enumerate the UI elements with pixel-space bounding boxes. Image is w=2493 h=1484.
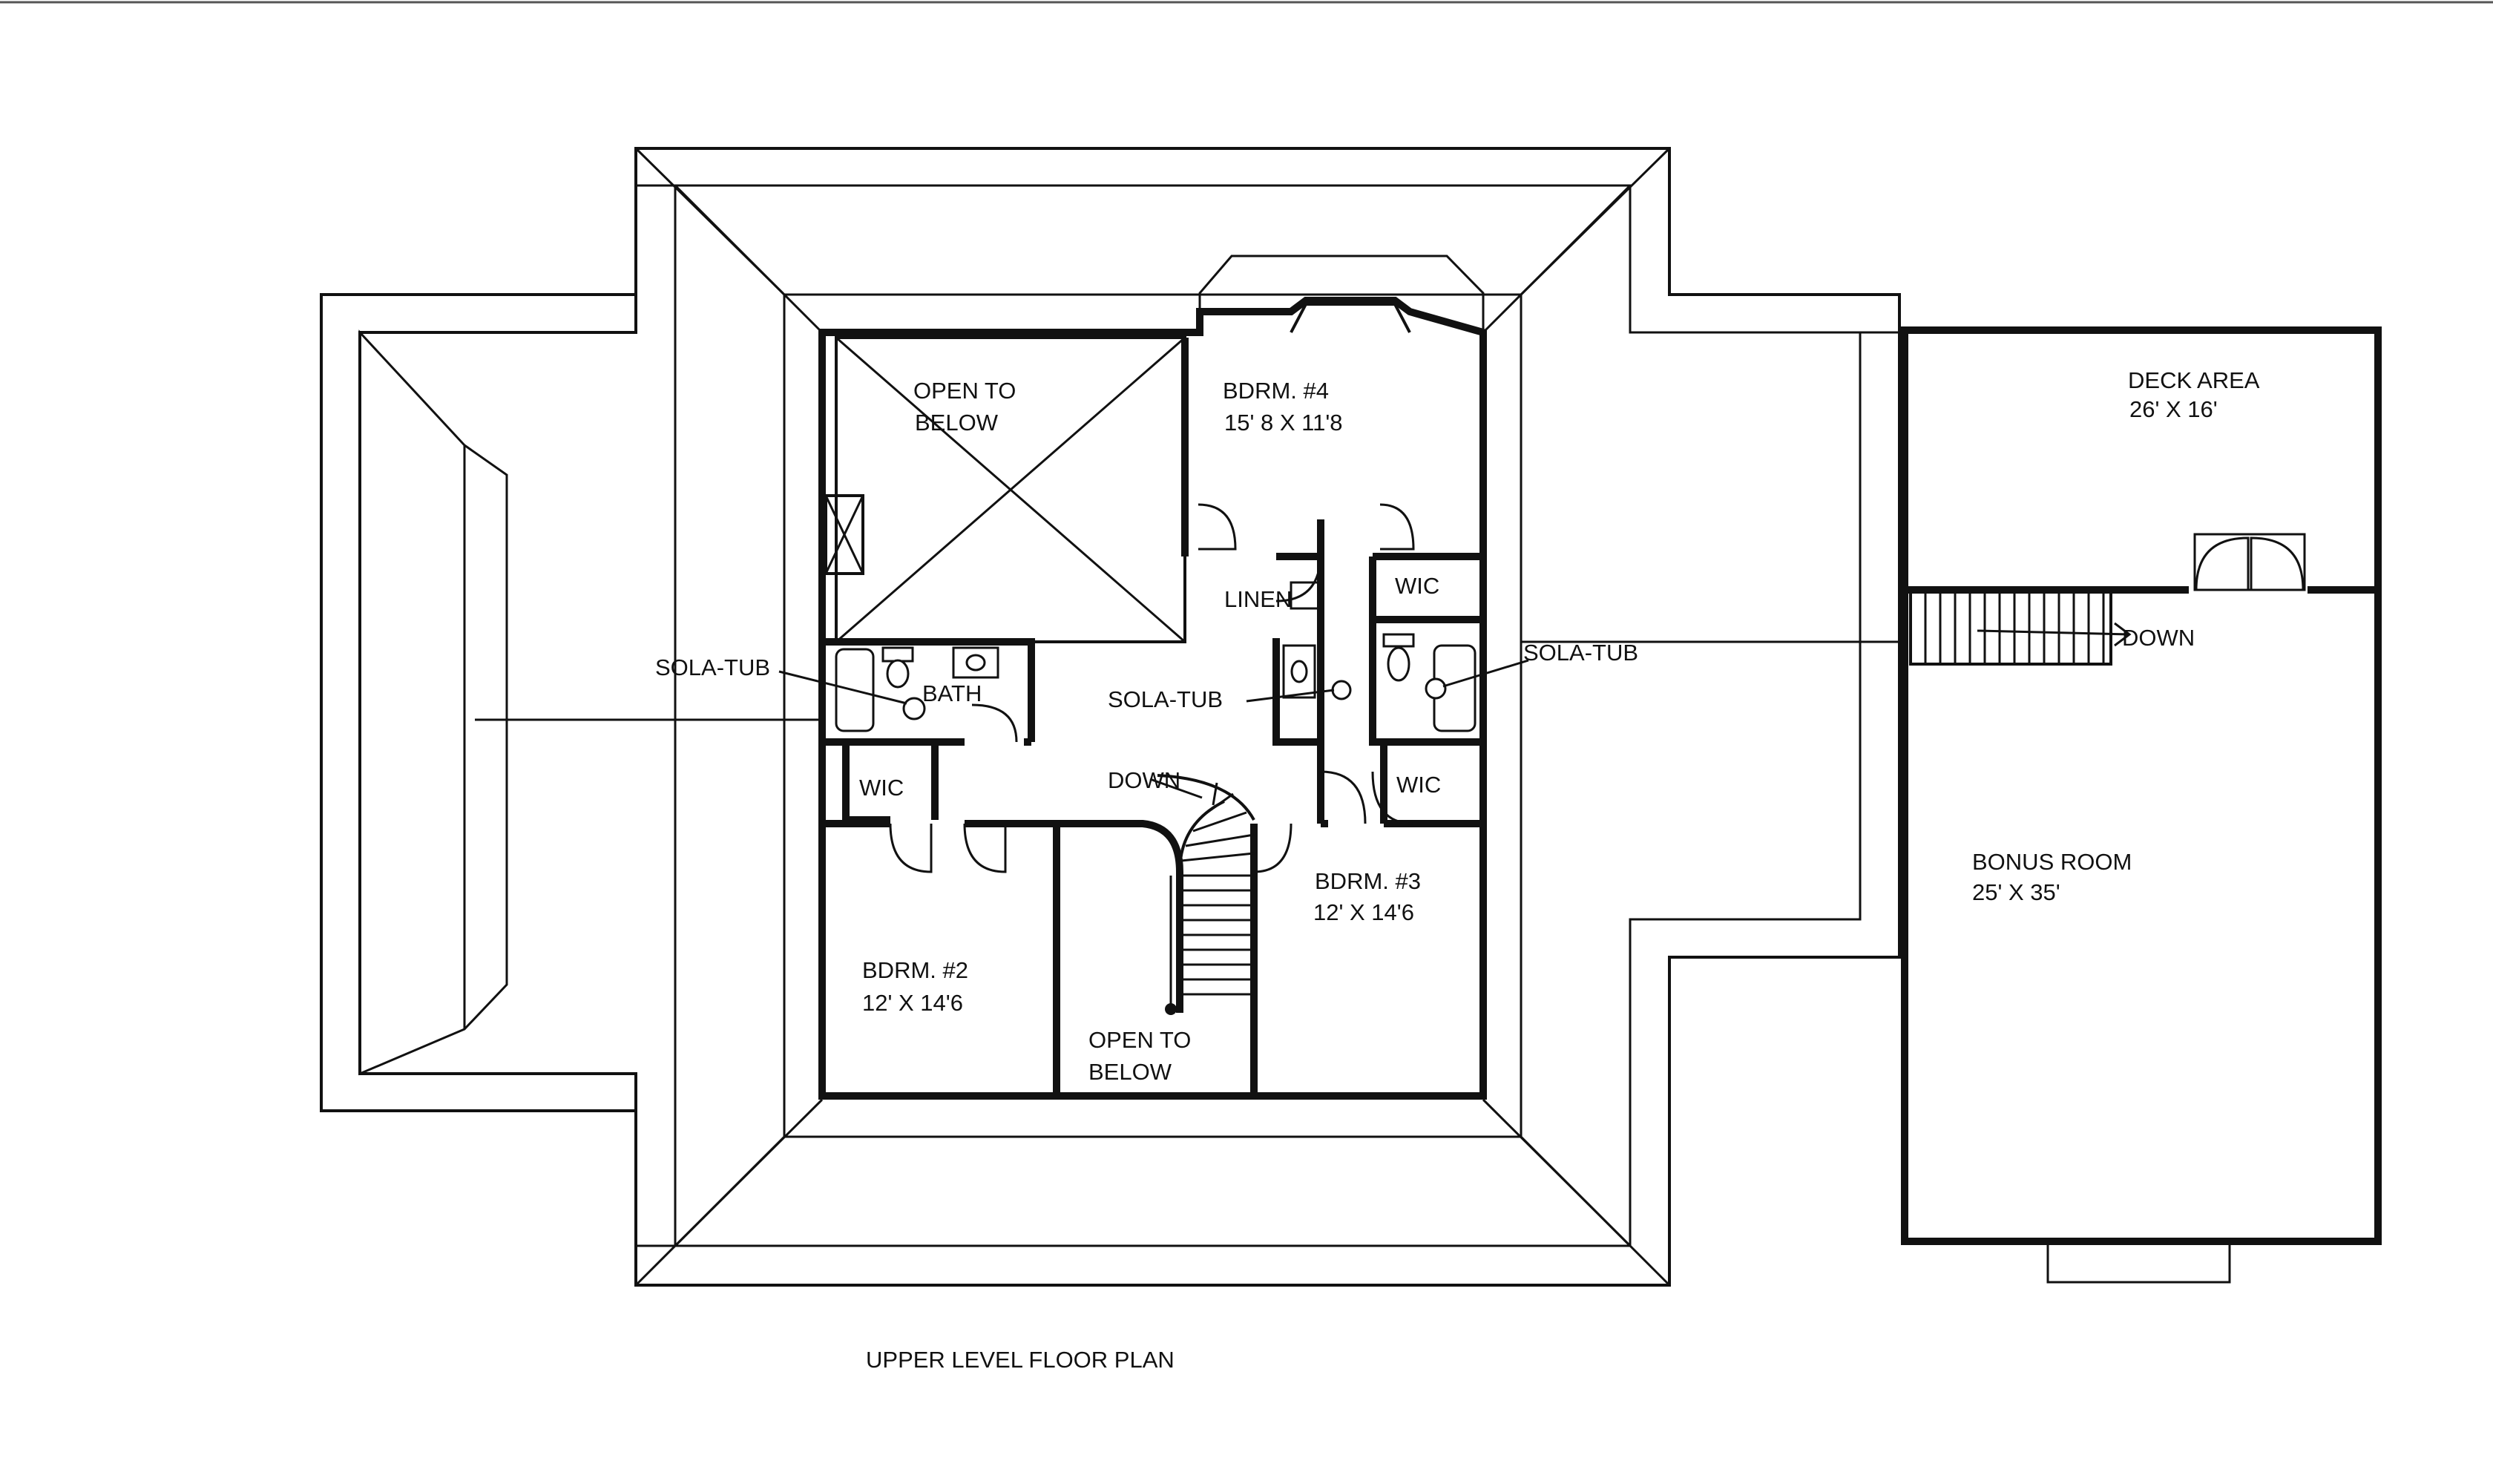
wic-right-bottom-label: WIC: [1396, 772, 1441, 798]
deck-area-size: 26' X 16': [2129, 396, 2218, 422]
right-connection-roof: [1521, 331, 1899, 643]
curved-staircase: [1157, 774, 1255, 1015]
deck-area-name: DECK AREA: [2128, 367, 2260, 393]
sola-tub-right-label: SOLA-TUB: [1523, 640, 1638, 666]
bdrm4-size: 15' 8 X 11'8: [1224, 410, 1343, 436]
leader-lines: [778, 659, 1529, 799]
bonus-room-walls: [1901, 326, 2382, 1284]
bonus-room-size: 25' X 35': [1972, 879, 2060, 905]
bdrm2-name: BDRM. #2: [862, 957, 968, 983]
bdrm2-size: 12' X 14'6: [862, 990, 963, 1016]
main-roof-outline: [320, 147, 1901, 1287]
sola-tub-left-label: SOLA-TUB: [655, 654, 770, 680]
wic-left-label: WIC: [859, 775, 904, 801]
bonus-stairs: [1909, 588, 2132, 666]
bdrm3-size: 12' X 14'6: [1313, 899, 1414, 925]
open-to-below-bottom-line1: OPEN TO: [1088, 1027, 1191, 1053]
open-to-below-top-line1: OPEN TO: [913, 378, 1016, 404]
door-swings: [889, 503, 1415, 873]
deck-doors: [2193, 533, 2306, 591]
fireplace: [824, 494, 864, 575]
sola-tub-center-label: SOLA-TUB: [1108, 686, 1223, 712]
bath-label: BATH: [922, 680, 982, 706]
bdrm3-name: BDRM. #3: [1315, 868, 1421, 894]
down-stair-label: DOWN: [1108, 767, 1180, 793]
open-to-below-bottom-line2: BELOW: [1088, 1059, 1172, 1085]
bdrm4-name: BDRM. #4: [1223, 378, 1329, 404]
plan-title: UPPER LEVEL FLOOR PLAN: [866, 1347, 1175, 1373]
down-bonus-label: DOWN: [2122, 625, 2195, 651]
room-labels: OPEN TO BELOW BDRM. #4 15' 8 X 11'8 LINE…: [655, 367, 2260, 1085]
left-wing-roof: [320, 293, 821, 1112]
wic-right-top-label: WIC: [1395, 573, 1439, 599]
open-to-below-top-line2: BELOW: [915, 410, 999, 436]
bonus-room-name: BONUS ROOM: [1972, 849, 2132, 875]
linen-label: LINEN: [1224, 586, 1292, 612]
bay-window: [1198, 255, 1485, 333]
